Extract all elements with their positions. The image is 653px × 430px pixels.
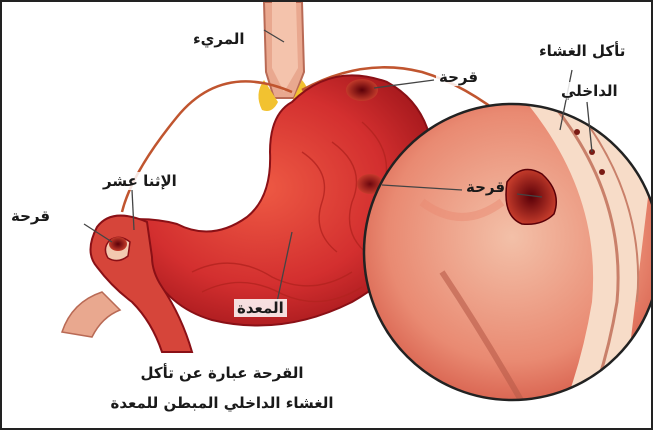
label-ulcer-top: قرحة	[436, 68, 481, 86]
caption-line-1: القرحة عبارة عن تأكل	[62, 358, 382, 388]
label-lining-erosion-line1: تأكل الغشاء	[536, 42, 628, 60]
caption-line-2: الغشاء الداخلي المبطن للمعدة	[62, 388, 382, 418]
label-lining-erosion-line2: الداخلي	[558, 82, 621, 100]
label-duodenum: الإثنا عشر	[100, 172, 180, 190]
caption: القرحة عبارة عن تأكل الغشاء الداخلي المب…	[62, 358, 382, 418]
label-ulcer-left: قرحة	[8, 207, 53, 225]
label-esophagus: المريء	[190, 30, 248, 48]
ulcer-left-mark	[109, 237, 127, 251]
label-stomach: المعدة	[234, 299, 287, 317]
ulcer-top-mark	[346, 79, 378, 101]
label-ulcer-middle: قرحة	[466, 178, 505, 196]
